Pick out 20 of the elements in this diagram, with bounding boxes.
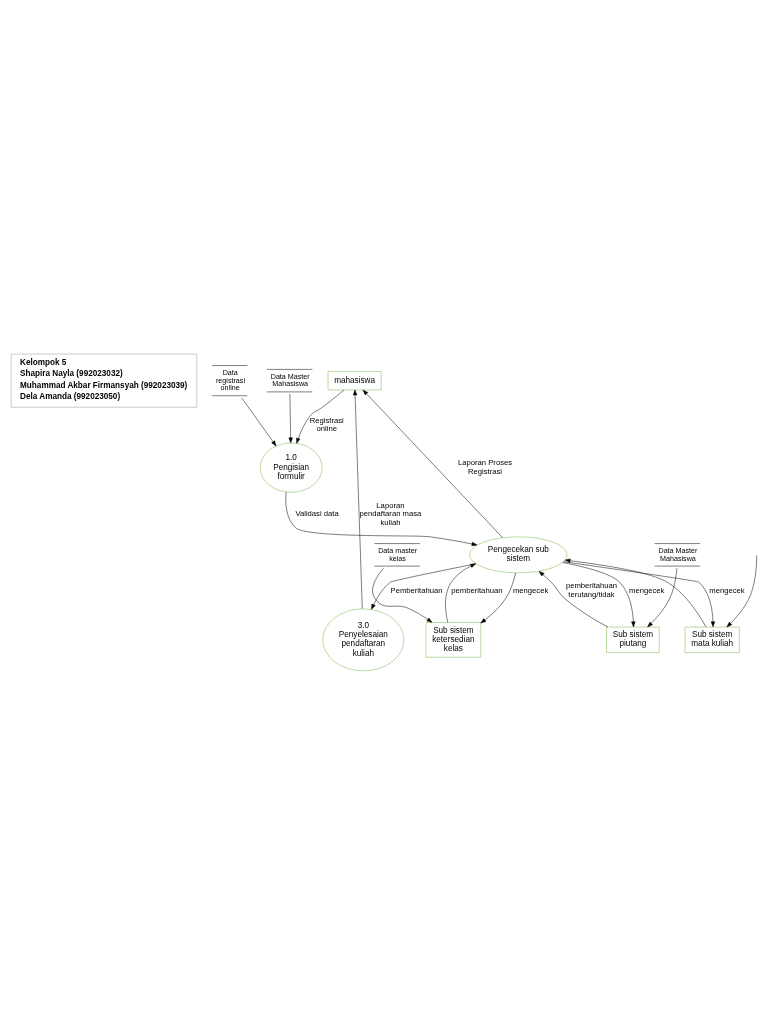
node-box: Sub sistem ketersedian kelas xyxy=(425,621,481,657)
arrow xyxy=(480,572,516,623)
arrow xyxy=(362,389,503,538)
arrow xyxy=(372,567,433,623)
node-box: Sub sistem piutang xyxy=(606,626,660,653)
node-box: Kelompok 5 Shapira Nayla (992023032) Muhammad Akbar Firmansyah (992023039) Dela Amanda (992023050) xyxy=(10,353,198,407)
node-ellipse: 3.0 Penyelesaian pendaftaran kuliah xyxy=(322,608,405,671)
arrow xyxy=(647,567,678,627)
arrow xyxy=(288,393,293,443)
arrow xyxy=(726,554,757,627)
node-box: Sub sistem mata kuliah xyxy=(684,626,740,653)
arrow xyxy=(562,561,636,627)
node-box: mahasiswa xyxy=(327,370,382,390)
arrow xyxy=(285,491,478,546)
arrow xyxy=(241,397,277,446)
arrow xyxy=(371,563,477,610)
arrow xyxy=(296,389,345,444)
arrow xyxy=(353,389,363,609)
arrow xyxy=(445,563,476,623)
arrow xyxy=(538,570,609,627)
